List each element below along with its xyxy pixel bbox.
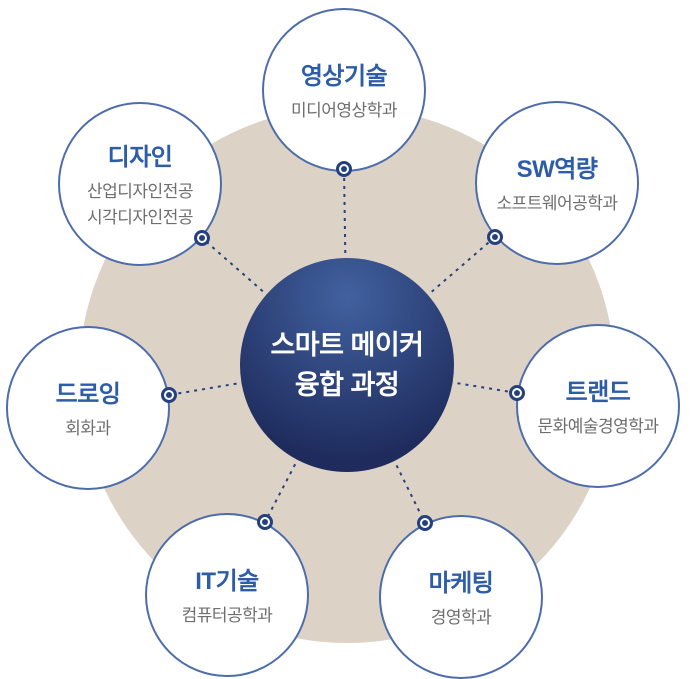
- node-subtitle: 소프트웨어공학과: [496, 194, 618, 213]
- node-video-tech: 영상기술 미디어영상학과: [262, 8, 426, 172]
- node-subtitle: 회화과: [65, 419, 111, 438]
- node-title: 영상기술: [300, 63, 388, 90]
- node-subtitle: 문화예술경영학과: [537, 417, 659, 436]
- node-subtitle: 산업디자인전공: [87, 182, 193, 201]
- node-it-tech: IT기술 컴퓨터공학과: [145, 513, 309, 677]
- node-drawing: 드로잉 회화과: [6, 326, 170, 490]
- node-title: IT기술: [195, 568, 259, 595]
- connector-dot-marketing: [417, 515, 433, 531]
- node-sw-capability: SW역량 소프트웨어공학과: [475, 101, 639, 265]
- center-title-line1: 스마트 메이커: [270, 330, 424, 360]
- node-subtitle: 경영학과: [430, 608, 492, 627]
- connector-dot-video-tech: [336, 161, 352, 177]
- node-title: 드로잉: [55, 381, 121, 408]
- connector-dot-sw-capability: [487, 229, 503, 245]
- connector-dot-it-tech: [257, 514, 273, 530]
- node-title: SW역량: [516, 156, 598, 183]
- node-title: 마케팅: [428, 570, 494, 597]
- connector-dot-trend: [509, 385, 525, 401]
- node-title: 트랜드: [565, 379, 631, 406]
- node-trend: 트랜드 문화예술경영학과: [516, 324, 680, 488]
- connector-dot-design: [194, 230, 210, 246]
- node-subtitle: 컴퓨터공학과: [181, 606, 273, 625]
- node-design: 디자인 산업디자인전공 시각디자인전공: [58, 102, 222, 266]
- center-title-line2: 융합 과정: [294, 370, 400, 400]
- node-subtitle: 미디어영상학과: [291, 101, 397, 120]
- node-marketing: 마케팅 경영학과: [379, 515, 543, 679]
- node-subtitle: 시각디자인전공: [87, 208, 193, 227]
- connector-dot-drawing: [161, 387, 177, 403]
- center-circle: 스마트 메이커 융합 과정: [240, 258, 454, 472]
- node-title: 디자인: [107, 144, 173, 171]
